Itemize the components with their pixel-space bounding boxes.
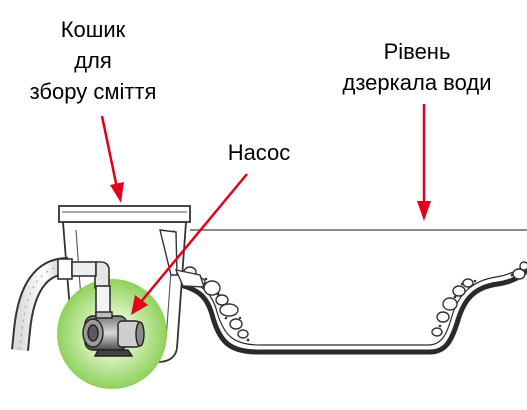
pond-stones <box>183 261 527 339</box>
water-level-label: Рівень дзеркала води <box>312 36 522 98</box>
pond-bed <box>179 262 527 355</box>
basket-arrow-shaft <box>100 115 119 189</box>
basket-label-line-2: для <box>74 48 112 73</box>
pump-arrow-head <box>131 295 148 315</box>
water-level-label-line-2: дзеркала води <box>342 70 492 95</box>
red-arrows <box>100 104 431 315</box>
pump-label: Насос <box>227 140 291 165</box>
basket-label-line-1: Кошик <box>60 17 126 42</box>
pump-arrow-shaft <box>139 173 248 304</box>
water-arrow-head <box>417 201 431 221</box>
basket-label: Кошик для збору сміття <box>2 14 184 107</box>
basket-arrow-head <box>110 182 124 203</box>
water-level-label-line-1: Рівень <box>383 39 451 64</box>
pump-pipe <box>57 258 111 315</box>
pump-unit <box>82 311 145 357</box>
basket-label-line-3: збору сміття <box>29 79 157 104</box>
